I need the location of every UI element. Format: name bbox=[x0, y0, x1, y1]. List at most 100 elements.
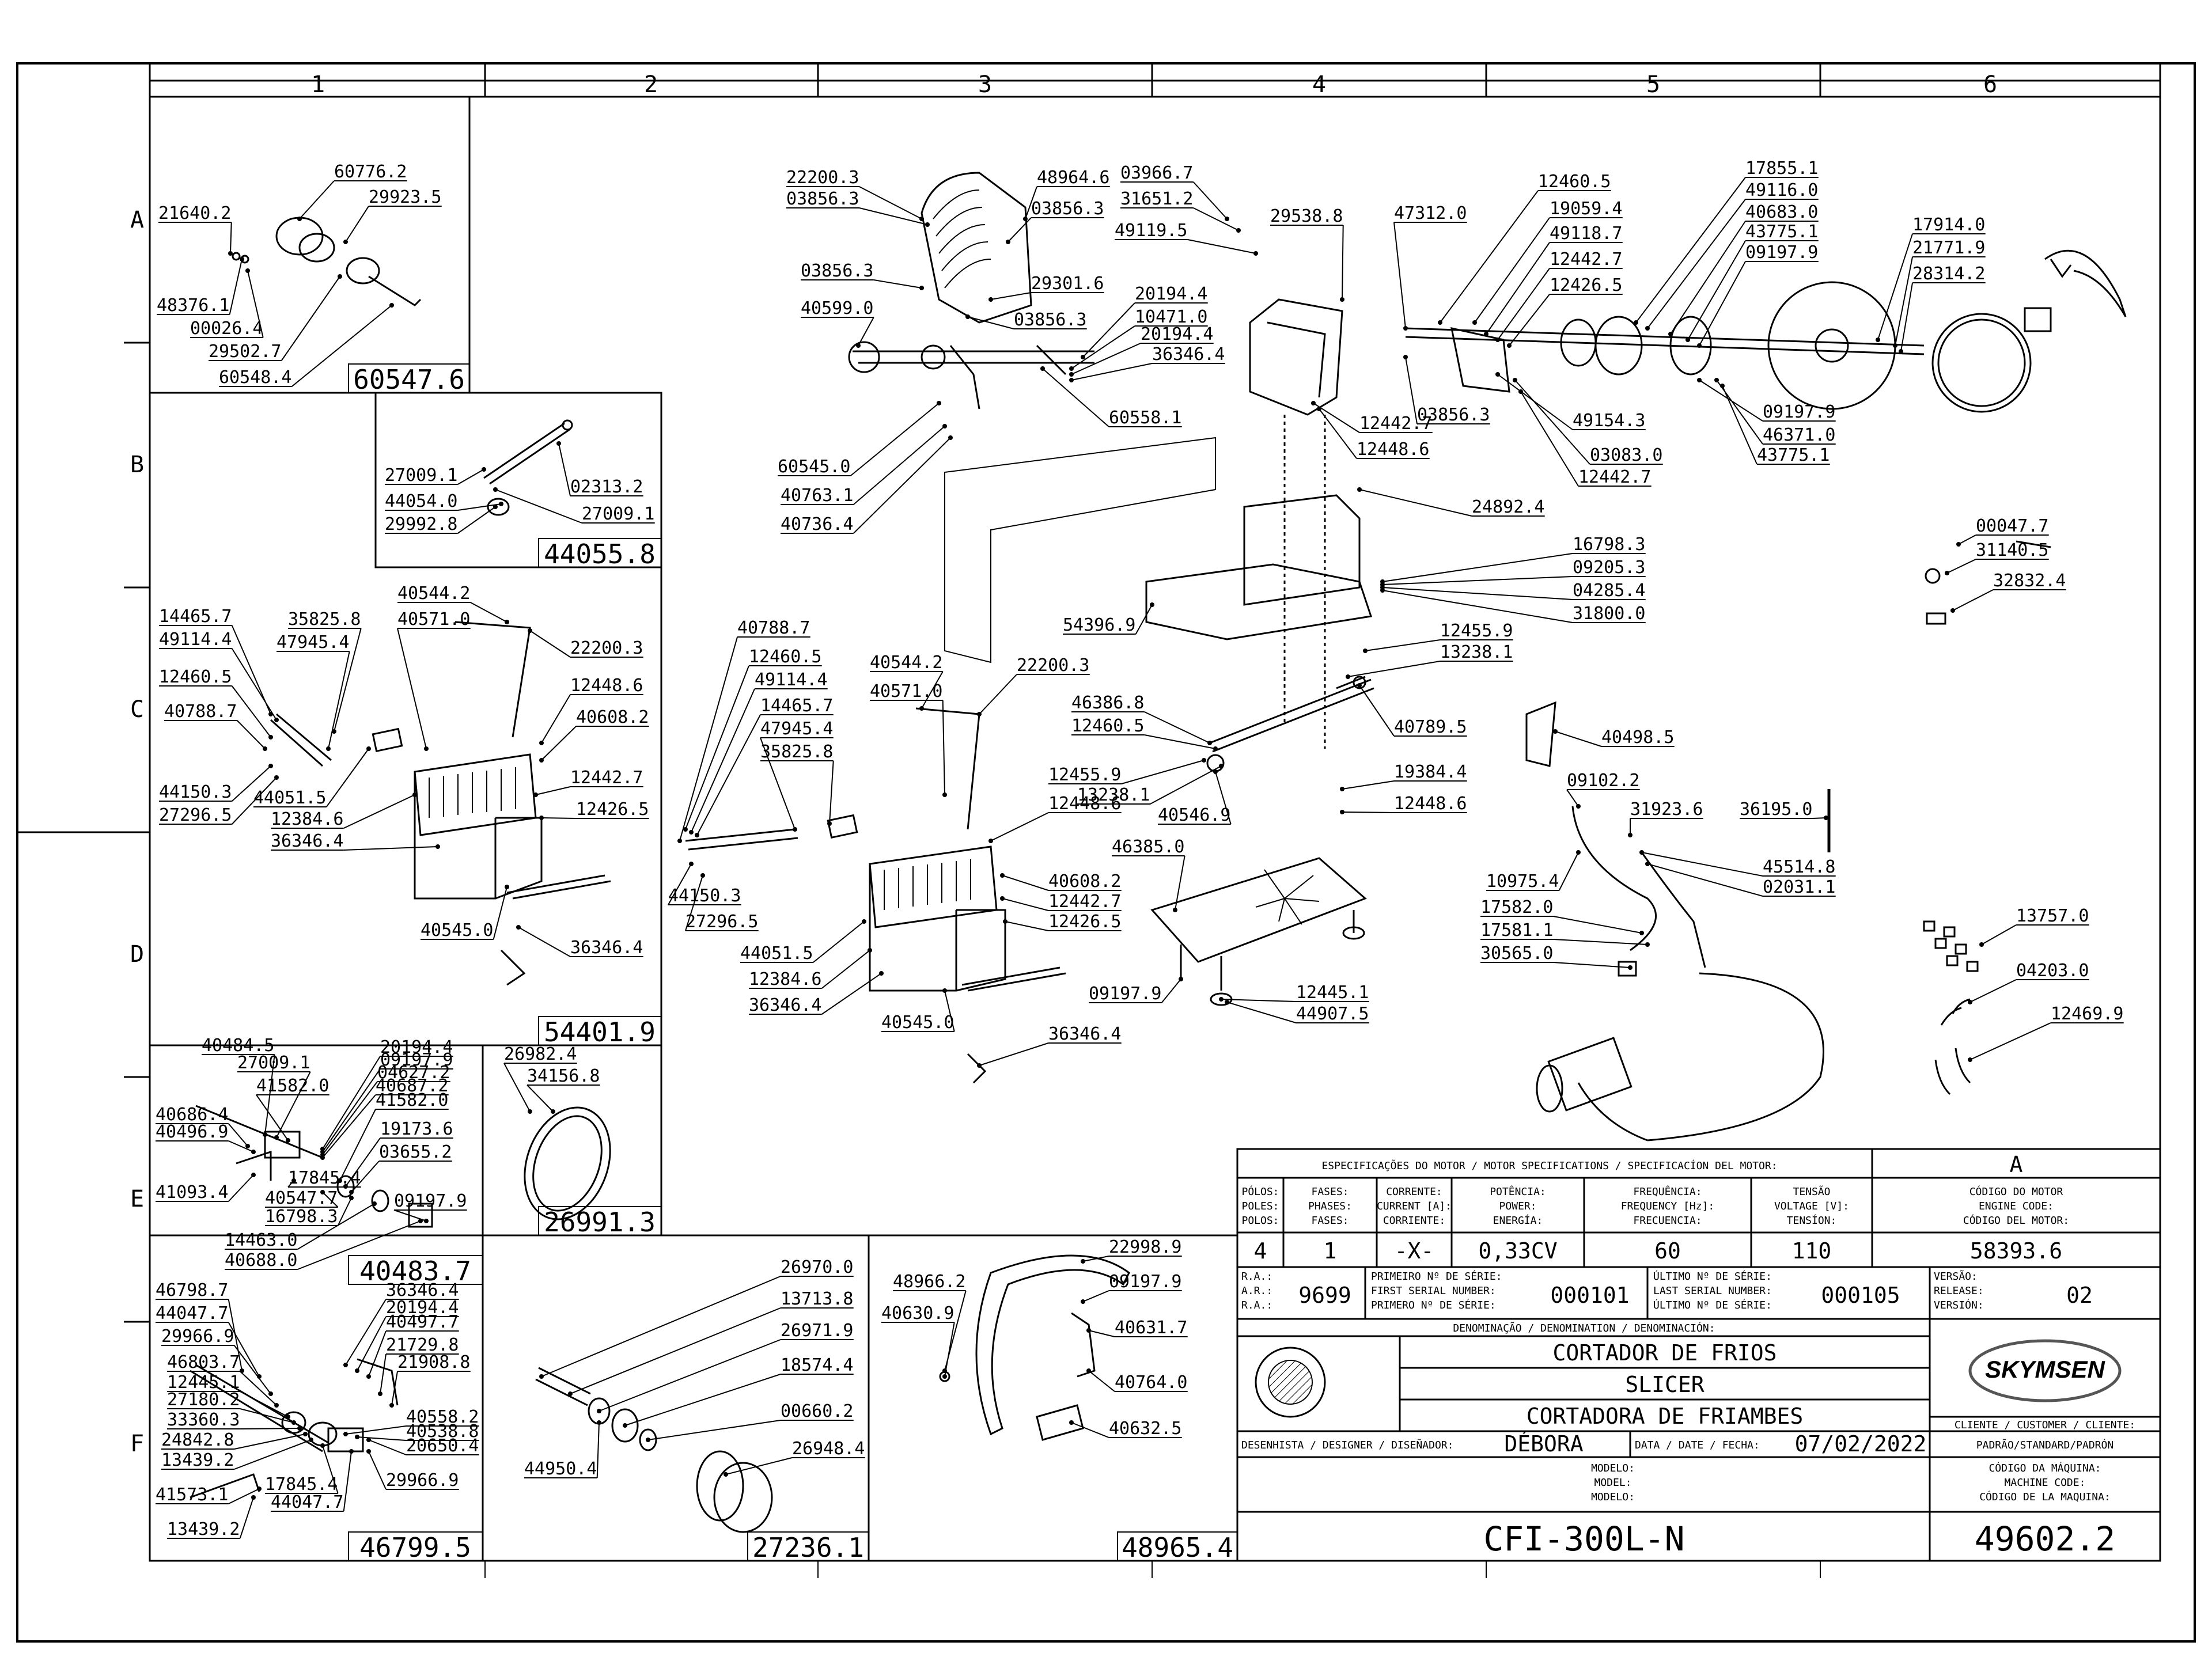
part-number: 19384.4 bbox=[1394, 762, 1467, 782]
phases-value: 1 bbox=[1324, 1238, 1337, 1264]
carriage-sketch-center bbox=[685, 707, 1066, 1084]
part-callout: 20194.4 bbox=[1081, 284, 1208, 359]
part-number: 44047.7 bbox=[156, 1303, 228, 1324]
part-number: 12448.6 bbox=[570, 676, 643, 696]
part-number: 14465.7 bbox=[159, 606, 232, 627]
box-number: 46799.5 bbox=[359, 1532, 471, 1563]
part-callout: 17845.4 bbox=[265, 1443, 339, 1495]
part-number: 03856.3 bbox=[801, 261, 873, 281]
part-callout: 40571.0 bbox=[397, 609, 471, 751]
part-number: 26948.4 bbox=[792, 1439, 865, 1459]
part-callout: 27009.1 bbox=[493, 487, 655, 524]
part-callout: 44150.3 bbox=[668, 862, 741, 906]
part-number: 49114.4 bbox=[159, 629, 232, 650]
model-value: CFI-300L-N bbox=[1483, 1519, 1684, 1558]
part-callout: 36346.4 bbox=[977, 1024, 1122, 1068]
grid-row-label: C bbox=[130, 696, 144, 723]
designer-value: DÉBORA bbox=[1504, 1431, 1583, 1457]
part-callout: 13713.8 bbox=[568, 1289, 854, 1396]
part-callout: 40630.9 bbox=[881, 1303, 955, 1379]
part-number: 29502.7 bbox=[209, 342, 281, 362]
pusher-sketch bbox=[848, 172, 1094, 409]
part-callout: 02313.2 bbox=[556, 441, 643, 497]
part-number: 36346.4 bbox=[1152, 344, 1225, 365]
part-number: 03856.3 bbox=[1014, 310, 1086, 330]
blade-guard-sketch bbox=[939, 1254, 1130, 1441]
part-number: 60545.0 bbox=[778, 457, 850, 477]
part-number: 17914.0 bbox=[1912, 215, 1985, 235]
box-numbers: 60547.6 44055.8 54401.9 40483.7 26991.3 … bbox=[353, 364, 1233, 1563]
part-callout: 09197.9 bbox=[1697, 242, 1819, 348]
part-callout: 44150.3 bbox=[159, 764, 273, 802]
part-callout: 09102.2 bbox=[1566, 771, 1640, 809]
part-callout: 12426.5 bbox=[1003, 912, 1122, 932]
svg-text:MODELO:: MODELO: bbox=[1591, 1462, 1635, 1474]
part-callout: 17914.0 bbox=[1876, 215, 1986, 342]
part-callout: 12442.7 bbox=[1000, 892, 1122, 912]
base-plate-sketch bbox=[1150, 857, 1367, 1006]
part-callout: 40558.2 bbox=[343, 1407, 479, 1436]
part-number: 09197.9 bbox=[1763, 402, 1835, 422]
part-number: 40630.9 bbox=[881, 1303, 954, 1324]
part-callout: 40764.0 bbox=[1086, 1368, 1188, 1393]
part-callout: 40789.5 bbox=[1357, 683, 1467, 737]
part-number: 26982.4 bbox=[504, 1044, 577, 1064]
part-number: 03966.7 bbox=[1120, 163, 1193, 183]
part-number: 46798.7 bbox=[156, 1280, 228, 1300]
part-number: 19059.4 bbox=[1550, 199, 1622, 219]
part-number: 13238.1 bbox=[1440, 642, 1513, 662]
part-callout: 45514.8 bbox=[1639, 850, 1836, 877]
part-number: 40608.2 bbox=[576, 707, 649, 727]
grid-col-label: 1 bbox=[311, 71, 325, 98]
part-number: 02313.2 bbox=[570, 477, 643, 497]
svg-text:ENGINE CODE:: ENGINE CODE: bbox=[1979, 1200, 2054, 1212]
part-number: 12442.7 bbox=[1550, 249, 1622, 270]
part-number: 44054.0 bbox=[385, 491, 457, 511]
part-number: 60558.1 bbox=[1109, 408, 1181, 428]
part-callout: 40686.4 bbox=[156, 1105, 250, 1148]
part-callout: 31923.6 bbox=[1628, 799, 1703, 837]
part-number: 32832.4 bbox=[1993, 571, 2066, 591]
part-number: 28314.2 bbox=[1912, 264, 1985, 284]
part-number: 12426.5 bbox=[576, 799, 649, 820]
part-callout: 40736.4 bbox=[781, 435, 953, 534]
svg-text:RELEASE:: RELEASE: bbox=[1934, 1285, 1984, 1297]
part-number: 22200.3 bbox=[570, 638, 643, 658]
date-value: 07/02/2022 bbox=[1795, 1431, 1927, 1457]
grid-row-label: B bbox=[130, 452, 144, 478]
grid-col-label: 5 bbox=[1646, 71, 1660, 98]
part-callout: 44907.5 bbox=[1225, 1000, 1369, 1024]
part-callout: 36346.4 bbox=[1069, 344, 1225, 382]
part-number: 40558.2 bbox=[406, 1407, 479, 1427]
part-callout: 27296.5 bbox=[685, 873, 759, 932]
part-callout: 04285.4 bbox=[1380, 581, 1646, 601]
machine-code-value: 49602.2 bbox=[1975, 1519, 2115, 1558]
part-number: 00047.7 bbox=[1976, 516, 2048, 536]
part-callout: 12455.9 bbox=[1363, 621, 1513, 653]
part-number: 09102.2 bbox=[1567, 771, 1639, 791]
svg-text:TENSÍON:: TENSÍON: bbox=[1787, 1214, 1837, 1227]
part-callout: 44047.7 bbox=[271, 1449, 354, 1512]
callout-layer: 60776.221640.229923.548376.100026.429502… bbox=[156, 158, 2124, 1539]
seal-logo bbox=[1255, 1347, 1326, 1418]
svg-text:POWER:: POWER: bbox=[1499, 1200, 1536, 1212]
last-serial-value: 000105 bbox=[1821, 1283, 1900, 1308]
part-number: 40788.7 bbox=[737, 618, 810, 638]
part-callout: 29301.6 bbox=[988, 274, 1104, 302]
part-number: 60548.4 bbox=[219, 367, 291, 388]
part-callout: 33360.3 bbox=[167, 1410, 302, 1431]
part-callout: 40571.0 bbox=[870, 681, 947, 797]
part-number: 40544.2 bbox=[870, 653, 942, 673]
part-number: 10975.4 bbox=[1486, 871, 1559, 892]
part-number: 40547.7 bbox=[265, 1188, 338, 1208]
date-label: DATA / DATE / FECHA: bbox=[1635, 1439, 1760, 1451]
part-callout: 29966.9 bbox=[366, 1449, 459, 1491]
box-number-frames bbox=[348, 363, 1238, 1561]
ra-value: 9699 bbox=[1298, 1283, 1351, 1308]
title-block-frame bbox=[1236, 1148, 2161, 1562]
svg-text:MODEL:: MODEL: bbox=[1594, 1477, 1631, 1489]
part-number: 12442.7 bbox=[1048, 892, 1121, 912]
part-callout: 00047.7 bbox=[1956, 516, 2049, 547]
part-callout: 43775.1 bbox=[1685, 222, 1819, 342]
